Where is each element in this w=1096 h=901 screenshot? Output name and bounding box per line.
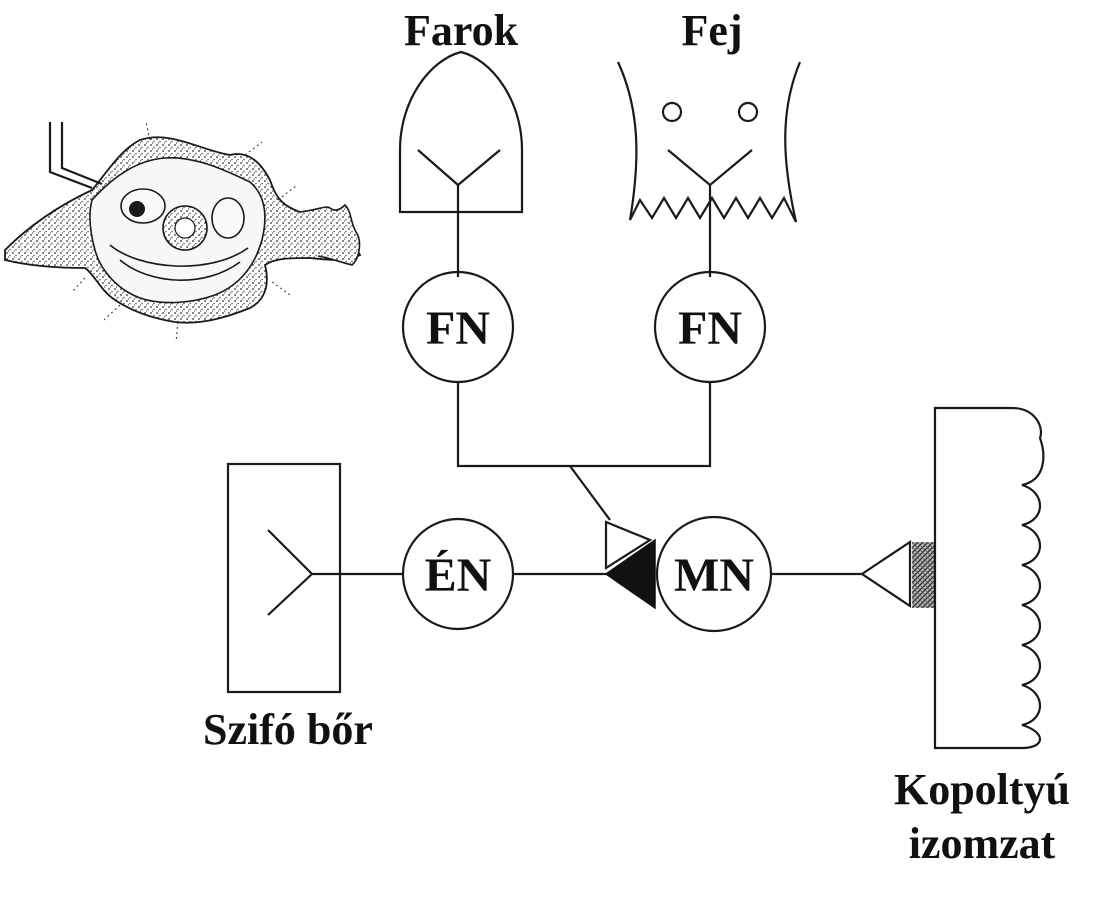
sensory-neuron: ÉN <box>401 517 515 631</box>
gill-muscle <box>933 406 1045 750</box>
facilitator-head-label: FN <box>678 302 742 355</box>
head-label: Fej <box>681 6 742 55</box>
left-eye-circle <box>661 101 683 123</box>
sensory-neuron-label: ÉN <box>425 549 492 602</box>
facilitator-axons <box>456 382 712 468</box>
head-receptor <box>616 61 802 277</box>
aplysia-illustration <box>4 121 362 343</box>
motor-neuron: MN <box>655 515 773 633</box>
neuromuscular-junction <box>912 542 934 608</box>
siphon-receptor-ending <box>267 529 314 616</box>
facilitatory-terminal <box>604 520 653 571</box>
gill-muscle-label-line1: Kopoltyú <box>894 765 1070 814</box>
tail-label: Farok <box>404 6 519 55</box>
motor-neuron-label: MN <box>674 549 754 602</box>
motor-terminal <box>860 539 912 609</box>
facilitator-tail-label: FN <box>426 302 490 355</box>
siphon-skin-box <box>226 462 342 694</box>
sensory-terminal <box>604 538 656 610</box>
tail-receptor <box>398 50 524 277</box>
facilitator-neuron-tail: FN <box>401 270 515 384</box>
gill-muscle-label-line2: izomzat <box>909 819 1056 868</box>
siphon-skin-label: Szifó bőr <box>203 705 373 754</box>
right-eye-circle <box>737 101 759 123</box>
facilitator-neuron-head: FN <box>653 270 767 384</box>
facilitator-to-synapse-axon <box>569 465 611 521</box>
